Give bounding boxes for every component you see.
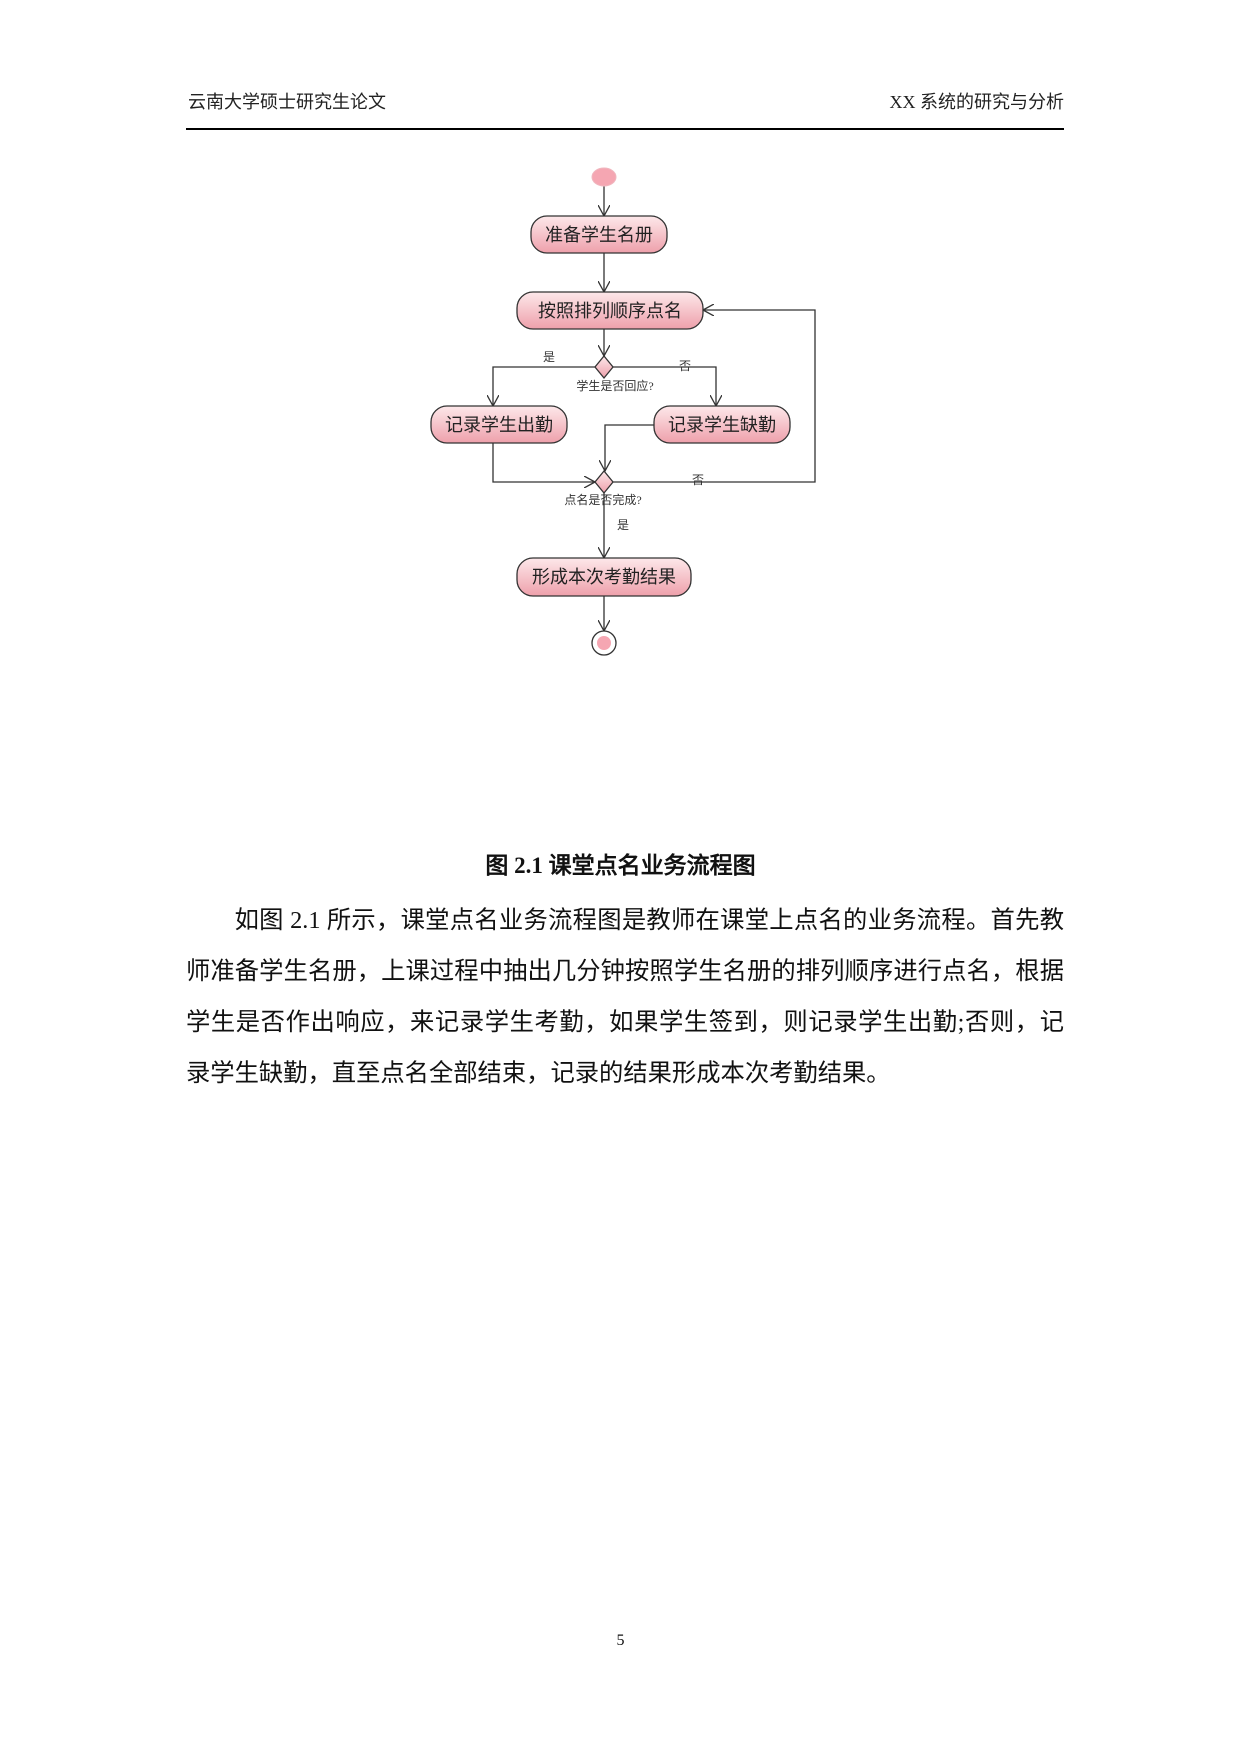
edge (492, 443, 595, 482)
edge (493, 366, 595, 406)
edge (613, 366, 716, 406)
decision-label: 点名是否完成? (564, 492, 641, 507)
page-number: 5 (616, 1632, 625, 1649)
activity-prepare (530, 215, 668, 254)
activity-present (430, 405, 568, 444)
node-label: 记录学生缺勤 (668, 415, 776, 435)
header-right: XX 系统的研究与分析 (889, 92, 1065, 112)
edge-label: 否 (692, 473, 704, 487)
edge-label: 是 (617, 518, 629, 532)
edge-label: 是 (543, 350, 555, 364)
header-left: 云南大学硕士研究生论文 (188, 92, 386, 112)
edge (605, 424, 654, 471)
body-paragraph: 如图 2.1 所示，课堂点名业务流程图是教师在课堂上点名的业务流程。首先教师准备… (186, 907, 1064, 1087)
activity-diagram: 准备学生名册 按照排列顺序点名 记录学生出勤 记录学生缺勤 形成本次考勤结果 学… (430, 167, 816, 656)
edge-label: 否 (679, 359, 691, 373)
activity-result (516, 557, 692, 597)
activity-rollcall (516, 291, 704, 330)
header-rule (186, 128, 1064, 130)
node-label: 准备学生名册 (545, 225, 653, 245)
node-label: 记录学生出勤 (445, 415, 553, 435)
figure-caption: 图 2.1 课堂点名业务流程图 (485, 853, 756, 878)
start-node (591, 167, 617, 187)
node-label: 形成本次考勤结果 (532, 567, 676, 587)
decision-label: 学生是否回应? (576, 378, 653, 393)
edge (613, 310, 816, 483)
node-label: 按照排列顺序点名 (538, 301, 682, 321)
decision-respond (594, 354, 614, 380)
decision-done (594, 469, 614, 495)
activity-absent (653, 405, 791, 444)
